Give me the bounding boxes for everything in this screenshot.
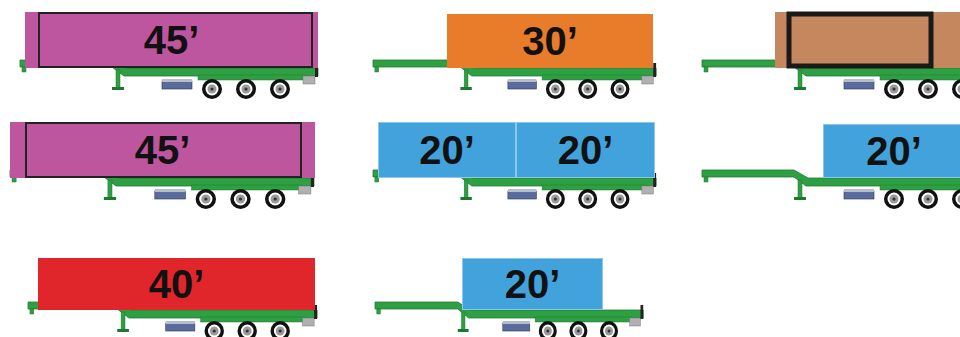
container-box: 30’ — [447, 14, 653, 68]
container-size: 20’ — [866, 131, 922, 171]
container-frame — [789, 14, 931, 66]
container-size: 40’ — [149, 264, 205, 304]
container-box: 20’ — [462, 258, 603, 310]
container-box: 45’ — [10, 122, 315, 178]
container-box: 20’ — [516, 122, 655, 178]
container-size: 30’ — [522, 21, 578, 61]
container-box: 40’ — [38, 258, 315, 310]
container-box: 20’ — [378, 122, 516, 178]
container-size: 20’ — [505, 264, 561, 304]
container-size: 20’ — [419, 130, 475, 170]
container-box: 45’ — [25, 12, 318, 68]
container-size: 45’ — [144, 20, 200, 60]
container-size: 20’ — [558, 130, 614, 170]
container-size: 45’ — [135, 130, 191, 170]
unlabeled-container — [775, 12, 960, 68]
container-box: 20’ — [823, 124, 960, 178]
